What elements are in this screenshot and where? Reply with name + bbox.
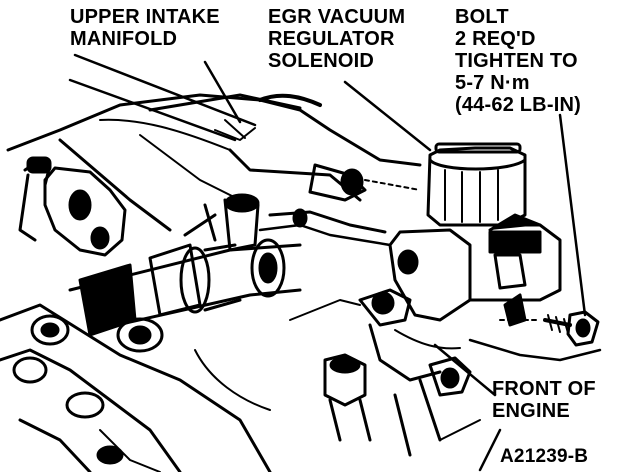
label-line: FRONT OF [492,378,596,400]
label-upper-intake-manifold: UPPER INTAKE MANIFOLD [70,6,220,50]
mounting-bolt [499,310,600,347]
label-line: (44-62 LB-IN) [455,94,581,116]
label-egr-vacuum-regulator-solenoid: EGR VACUUM REGULATOR SOLENOID [268,6,405,72]
vacuum-hose [258,163,421,247]
engine-block [0,303,272,472]
label-line: UPPER INTAKE [70,6,220,28]
label-line: EGR VACUUM [268,6,406,28]
figure-id: A21239-B [500,446,589,467]
label-line: TIGHTEN TO [455,50,578,72]
leader-lines [68,53,587,397]
label-line: SOLENOID [268,50,375,72]
label-bolt-spec: BOLT 2 REQ'D TIGHTEN TO 5-7 N·m (44-62 L… [455,6,581,116]
throttle-linkage [289,288,481,457]
label-line: MANIFOLD [70,28,178,50]
engine-front-edge [468,338,602,472]
fuel-rail [68,193,302,337]
mounting-bracket [18,156,127,257]
label-line: REGULATOR [268,28,395,50]
upper-intake-manifold [6,93,422,232]
label-line: ENGINE [492,400,570,422]
egr-vacuum-regulator-solenoid [388,142,562,327]
label-front-of-engine: FRONT OF ENGINE [492,378,596,422]
label-line: 2 REQ'D [455,28,536,50]
label-line: BOLT [455,6,509,28]
label-line: 5-7 N·m [455,72,530,94]
